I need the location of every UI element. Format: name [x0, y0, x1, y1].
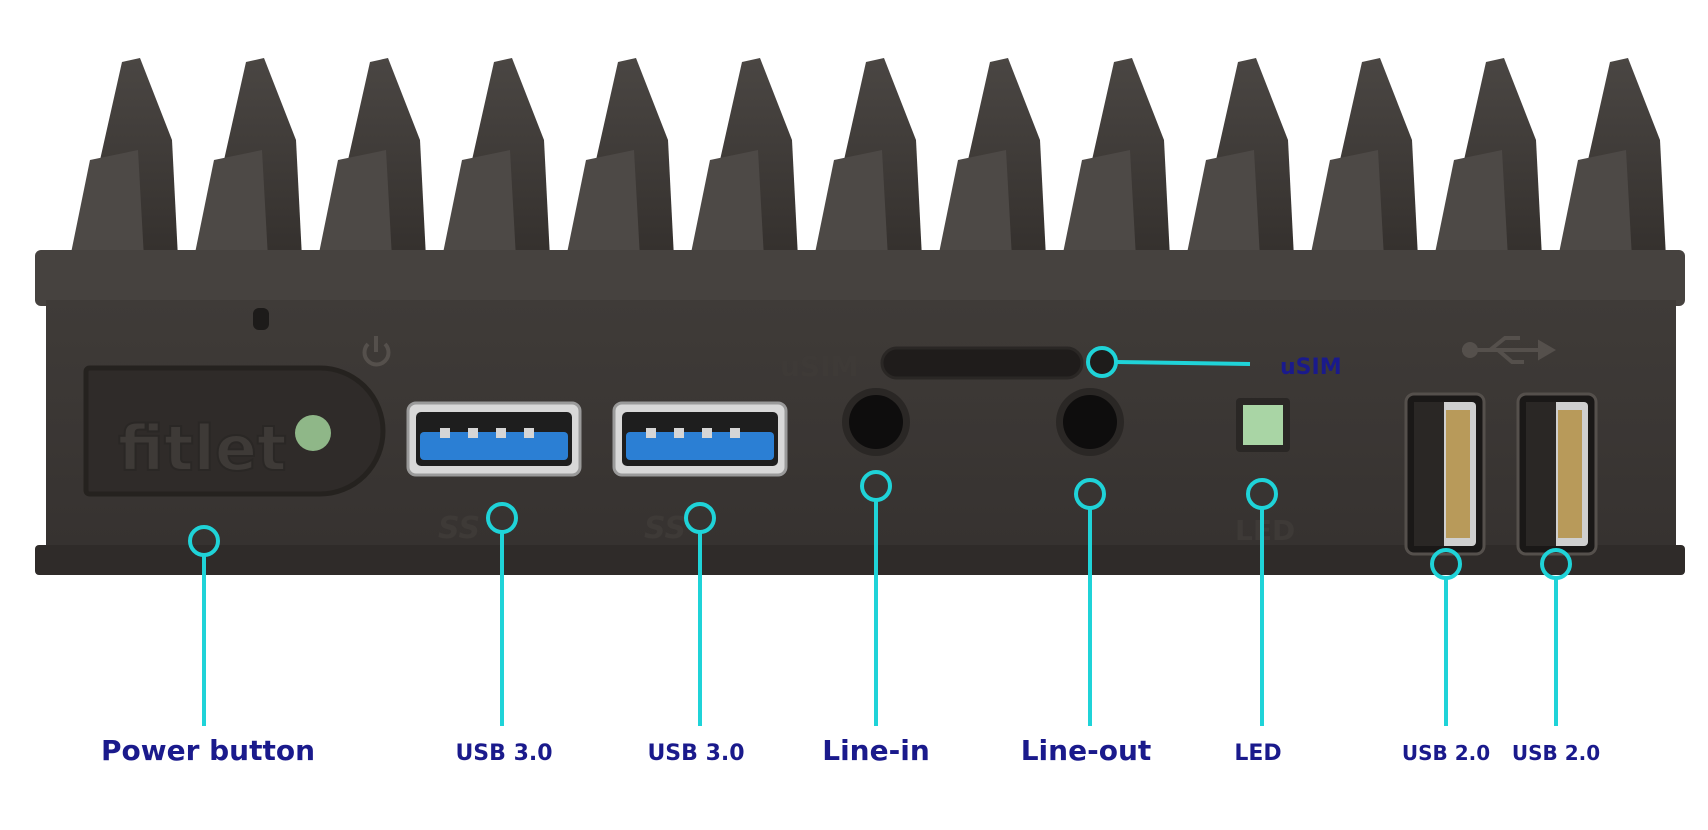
status-led-light	[1243, 405, 1283, 445]
bottom-ledge	[35, 545, 1685, 575]
usb20-port-2[interactable]	[1516, 392, 1598, 556]
power-button[interactable]: fitlet	[83, 365, 386, 497]
heatsink-fin-face	[566, 150, 640, 258]
power-icon	[362, 336, 391, 367]
callouts	[188, 346, 1572, 726]
led-embossed: LED	[1235, 514, 1295, 547]
logo-text: fitlet	[118, 412, 287, 485]
label-led: LED	[1234, 741, 1281, 766]
label-usb30-a: USB 3.0	[455, 741, 552, 766]
label-usb20-b: USB 2.0	[1512, 741, 1600, 765]
line-in-jack[interactable]	[842, 388, 910, 456]
heatsink-fin-face	[1310, 150, 1384, 258]
heatsink-base	[35, 250, 1685, 306]
heatsink-fin-face	[442, 150, 516, 258]
usb30-port-2[interactable]	[612, 401, 788, 477]
usb-icon	[1462, 336, 1556, 364]
heatsink-fin-face	[938, 150, 1012, 258]
usim-label: uSIM	[1280, 355, 1342, 380]
label-usb30-b: USB 3.0	[647, 741, 744, 766]
callout-usim	[1086, 346, 1118, 378]
line-out-jack[interactable]	[1056, 388, 1124, 456]
usim-embossed: uSIM	[780, 350, 858, 383]
usb20-port-1[interactable]	[1404, 392, 1486, 556]
heatsink-fins	[70, 58, 1666, 258]
heatsink-fin-face	[690, 150, 764, 258]
heatsink-fin-face	[318, 150, 392, 258]
heatsink-fin-face	[1062, 150, 1136, 258]
ss-embossed-1: SS	[438, 511, 480, 546]
label-power-button: Power button	[101, 734, 315, 767]
heatsink-fin-face	[70, 150, 144, 258]
heatsink-fin-face	[814, 150, 888, 258]
heatsink-fin-face	[1186, 150, 1260, 258]
label-line-out: Line-out	[1021, 734, 1152, 767]
ss-embossed-2: SS	[644, 511, 686, 546]
label-line-in: Line-in	[822, 734, 930, 767]
heatsink-fin-face	[194, 150, 268, 258]
usb30-port-1[interactable]	[406, 401, 582, 477]
power-led-dot	[295, 415, 331, 451]
label-usb20-a: USB 2.0	[1402, 741, 1490, 765]
notch	[253, 308, 269, 330]
usim-slot[interactable]	[880, 346, 1084, 380]
heatsink-fin-face	[1434, 150, 1508, 258]
heatsink-fin-face	[1558, 150, 1632, 258]
